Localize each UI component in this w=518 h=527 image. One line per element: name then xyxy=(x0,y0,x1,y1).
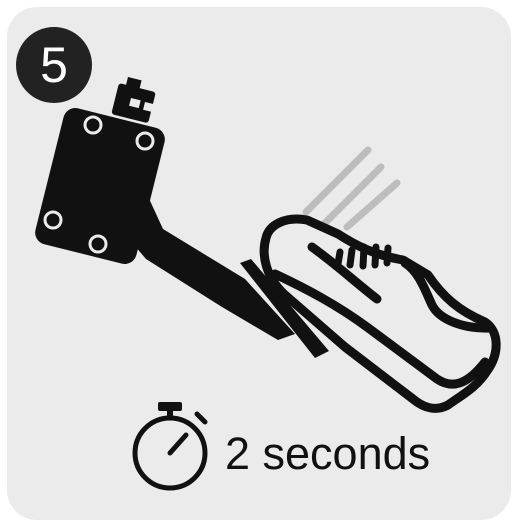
instruction-card: 5 xyxy=(7,7,511,520)
shoe-icon xyxy=(264,219,496,408)
motion-lines-icon xyxy=(306,150,397,227)
duration-label: 2 seconds xyxy=(225,428,430,480)
stopwatch-icon xyxy=(135,402,205,488)
